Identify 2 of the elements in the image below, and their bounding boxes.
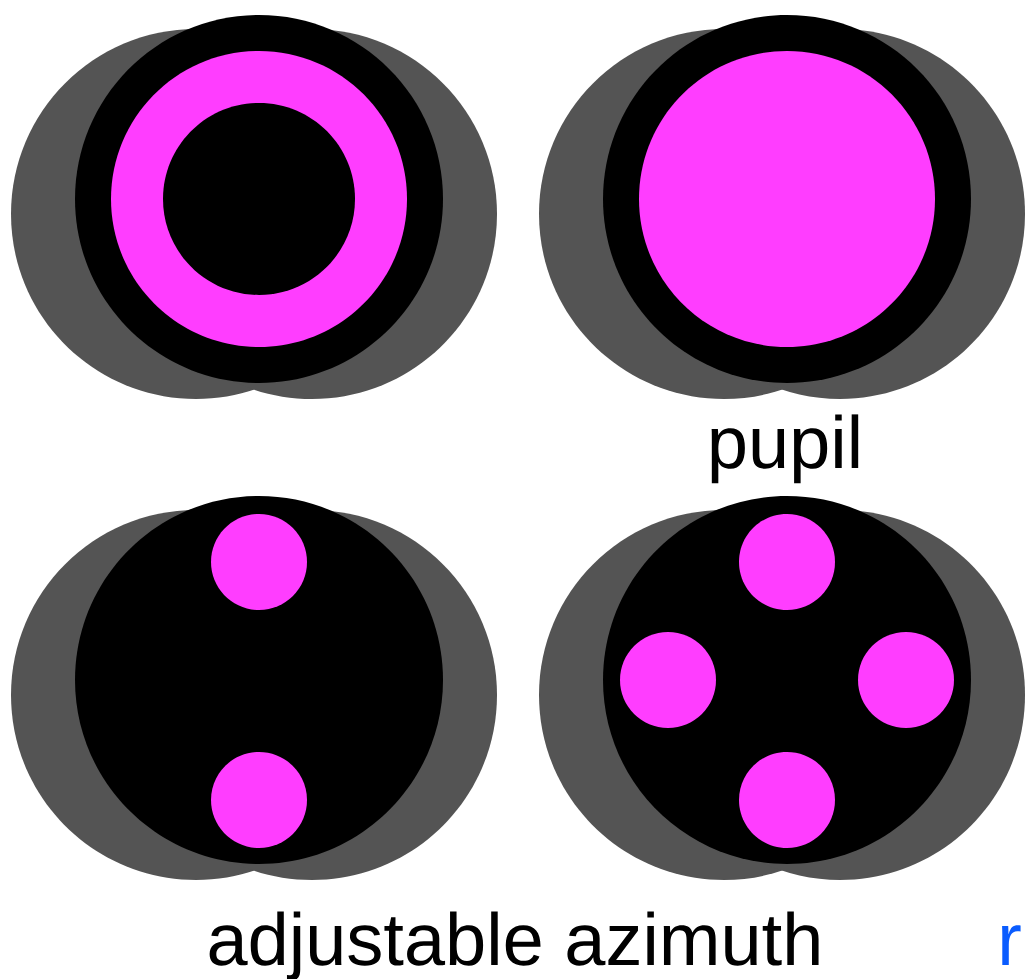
caption-text: r: [1002, 925, 1021, 965]
caption-text: pupil: [711, 414, 859, 484]
